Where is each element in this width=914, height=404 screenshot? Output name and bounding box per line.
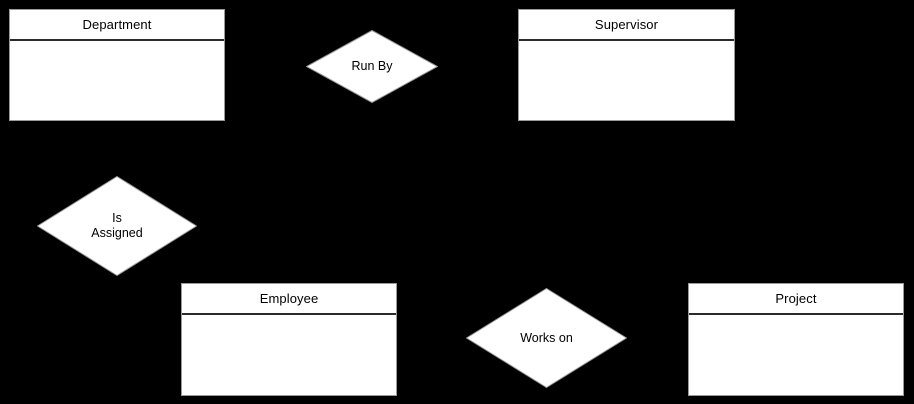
entity-project-header: Project bbox=[689, 284, 903, 315]
entity-department-header: Department bbox=[10, 10, 224, 41]
entity-supervisor-attributes bbox=[519, 41, 734, 120]
relationship-works-on[interactable]: Works on bbox=[466, 288, 627, 388]
relationship-is-assigned[interactable]: Is Assigned bbox=[37, 176, 197, 276]
diamond-shape-icon bbox=[466, 288, 627, 388]
relationship-run-by[interactable]: Run By bbox=[306, 30, 438, 103]
entity-department-title: Department bbox=[82, 16, 152, 32]
entity-supervisor[interactable]: Supervisor bbox=[518, 9, 735, 121]
entity-supervisor-title: Supervisor bbox=[594, 16, 659, 32]
diamond-shape-icon bbox=[37, 176, 197, 276]
entity-employee[interactable]: Employee bbox=[181, 283, 397, 396]
entity-project-title: Project bbox=[775, 290, 817, 306]
entity-supervisor-header: Supervisor bbox=[519, 10, 734, 41]
entity-department[interactable]: Department bbox=[9, 9, 225, 121]
entity-employee-title: Employee bbox=[259, 290, 319, 306]
entity-employee-header: Employee bbox=[182, 284, 396, 315]
entity-project-attributes bbox=[689, 315, 903, 395]
entity-department-attributes bbox=[10, 41, 224, 120]
entity-employee-attributes bbox=[182, 315, 396, 395]
diamond-shape-icon bbox=[306, 30, 438, 103]
entity-project[interactable]: Project bbox=[688, 283, 904, 396]
